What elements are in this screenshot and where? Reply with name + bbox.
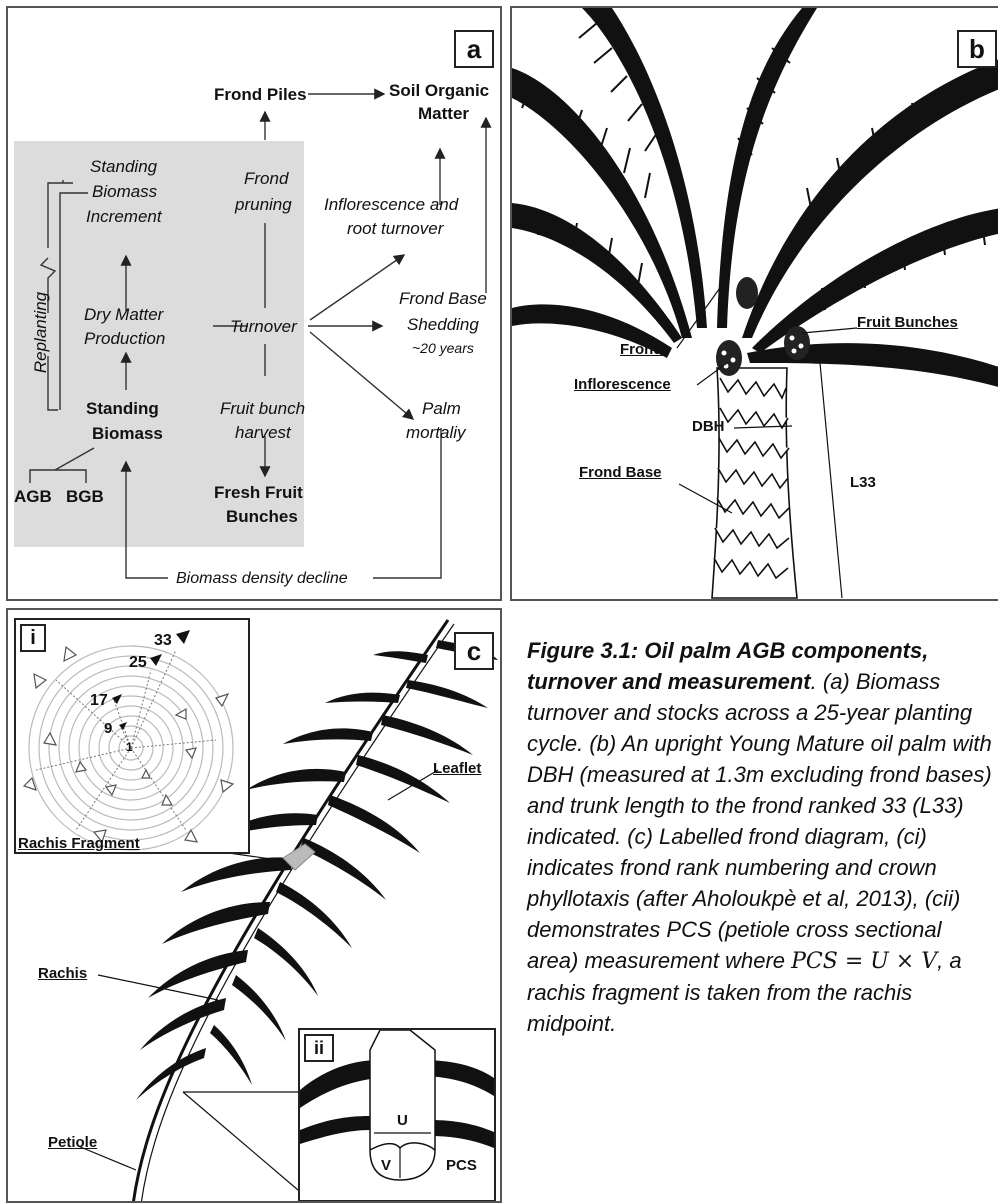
panel-a-tag: a [454, 30, 494, 68]
ffb-node-line2: Bunches [226, 506, 298, 527]
agb-node: AGB [14, 486, 52, 507]
panel-a: a Frond Piles Soil Organic Matter Standi… [6, 6, 502, 601]
panel-b-tag: b [957, 30, 997, 68]
turnover-node: Turnover [230, 316, 297, 337]
u-label: U [397, 1112, 408, 1129]
label-rachis-fragment: Rachis Fragment [18, 835, 140, 852]
rank-25: 25 [129, 654, 147, 672]
frond-base-shedding-line1: Frond Base [399, 288, 487, 309]
replanting-label: Replanting [30, 292, 51, 373]
soil-organic-node-line1: Soil Organic [389, 80, 489, 101]
fruit-bunch-harvest-line2: harvest [235, 422, 291, 443]
inset-i-tag: i [20, 624, 46, 652]
inflorescence-turnover-line2: root turnover [347, 218, 443, 239]
inset-i: i 33 25 17 9 1 [14, 618, 250, 854]
label-inflorescence: Inflorescence [574, 376, 671, 393]
sbi-node-line3: Increment [86, 206, 162, 227]
label-frond: Frond [620, 341, 663, 358]
inflorescence-turnover-line1: Inflorescence and [324, 194, 458, 215]
frond-base-shedding-line2: Shedding [407, 314, 479, 335]
dry-matter-line2: Production [84, 328, 165, 349]
frond-piles-node: Frond Piles [214, 84, 307, 105]
palm-mortality-line1: Palm [422, 398, 461, 419]
panel-c: i 33 25 17 9 1 ii U V PCS c Leaflet Ra [6, 608, 502, 1203]
label-l33: L33 [850, 474, 876, 491]
soil-organic-node-line2: Matter [418, 103, 469, 124]
biomass-density-decline-label: Biomass density decline [176, 568, 348, 589]
standing-biomass-line2: Biomass [92, 423, 163, 444]
sbi-node-line2: Biomass [92, 181, 157, 202]
palm-mortality-line2: mortaliy [406, 422, 466, 443]
standing-biomass-line1: Standing [86, 398, 159, 419]
figure-caption: Figure 3.1: Oil palm AGB components, tur… [527, 635, 998, 1039]
rank-1: 1 [126, 740, 133, 754]
label-frond-base: Frond Base [579, 464, 662, 481]
rank-33: 33 [154, 632, 172, 650]
fruit-bunch-harvest-line1: Fruit bunch [220, 398, 305, 419]
panel-c-tag: c [454, 632, 494, 670]
inset-ii-tag: ii [304, 1034, 334, 1062]
rank-17: 17 [90, 692, 108, 710]
v-label: V [381, 1157, 391, 1174]
bgb-node: BGB [66, 486, 104, 507]
panel-b: b Frond Fruit Bunches Inflorescence DBH … [510, 6, 998, 601]
rank-9: 9 [104, 720, 112, 737]
label-petiole: Petiole [48, 1134, 97, 1151]
label-rachis: Rachis [38, 965, 87, 982]
caption-body-1: . (a) Biomass turnover and stocks across… [527, 669, 992, 973]
dry-matter-line1: Dry Matter [84, 304, 163, 325]
frond-pruning-line2: pruning [235, 194, 292, 215]
sbi-node-line1: Standing [90, 156, 157, 177]
pcs-label: PCS [446, 1157, 477, 1174]
caption-formula: PCS = U × V [791, 949, 937, 974]
oil-palm-illustration [512, 8, 998, 601]
ffb-node-line1: Fresh Fruit [214, 482, 303, 503]
label-leaflet: Leaflet [433, 760, 481, 777]
label-dbh: DBH [692, 418, 725, 435]
frond-pruning-line1: Frond [244, 168, 288, 189]
label-fruit-bunches: Fruit Bunches [857, 314, 958, 331]
frond-base-shedding-line3: ~20 years [412, 338, 474, 359]
inset-ii: ii U V PCS [298, 1028, 496, 1202]
